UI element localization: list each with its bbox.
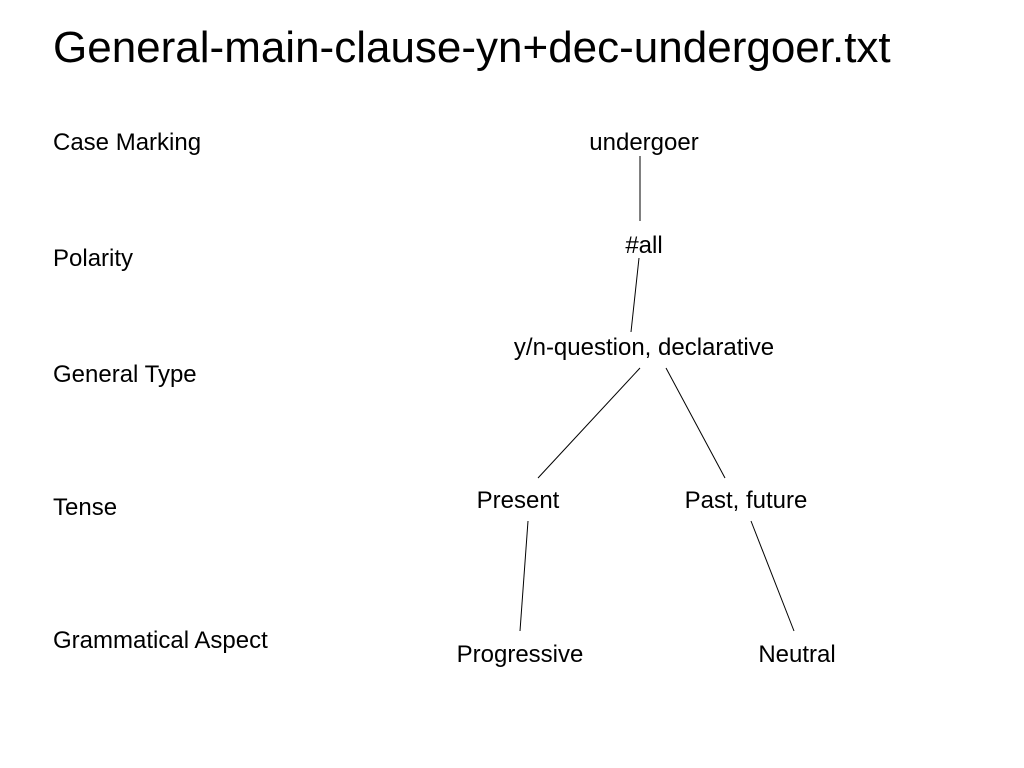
row-label-general-type: General Type	[53, 361, 197, 388]
node-all: #all	[625, 232, 663, 259]
edge-general-type-present	[537, 367, 641, 479]
edge-present-progressive	[519, 520, 529, 632]
node-undergoer: undergoer	[589, 129, 699, 156]
row-label-case-marking: Case Marking	[53, 129, 202, 156]
node-present: Present	[476, 487, 560, 514]
row-label-tense: Tense	[53, 494, 118, 521]
node-general-type: y/n-question, declarative	[513, 334, 775, 361]
node-neutral: Neutral	[758, 641, 836, 668]
node-progressive: Progressive	[456, 641, 584, 668]
edge-all-general-type	[630, 257, 640, 333]
page-title: General-main-clause-yn+dec-undergoer.txt	[53, 23, 891, 72]
row-label-grammatical-aspect: Grammatical Aspect	[53, 627, 268, 654]
edge-past-future-neutral	[750, 520, 795, 632]
edge-general-type-past-future	[665, 367, 726, 479]
row-label-polarity: Polarity	[53, 245, 134, 272]
node-past-future: Past, future	[684, 487, 808, 514]
